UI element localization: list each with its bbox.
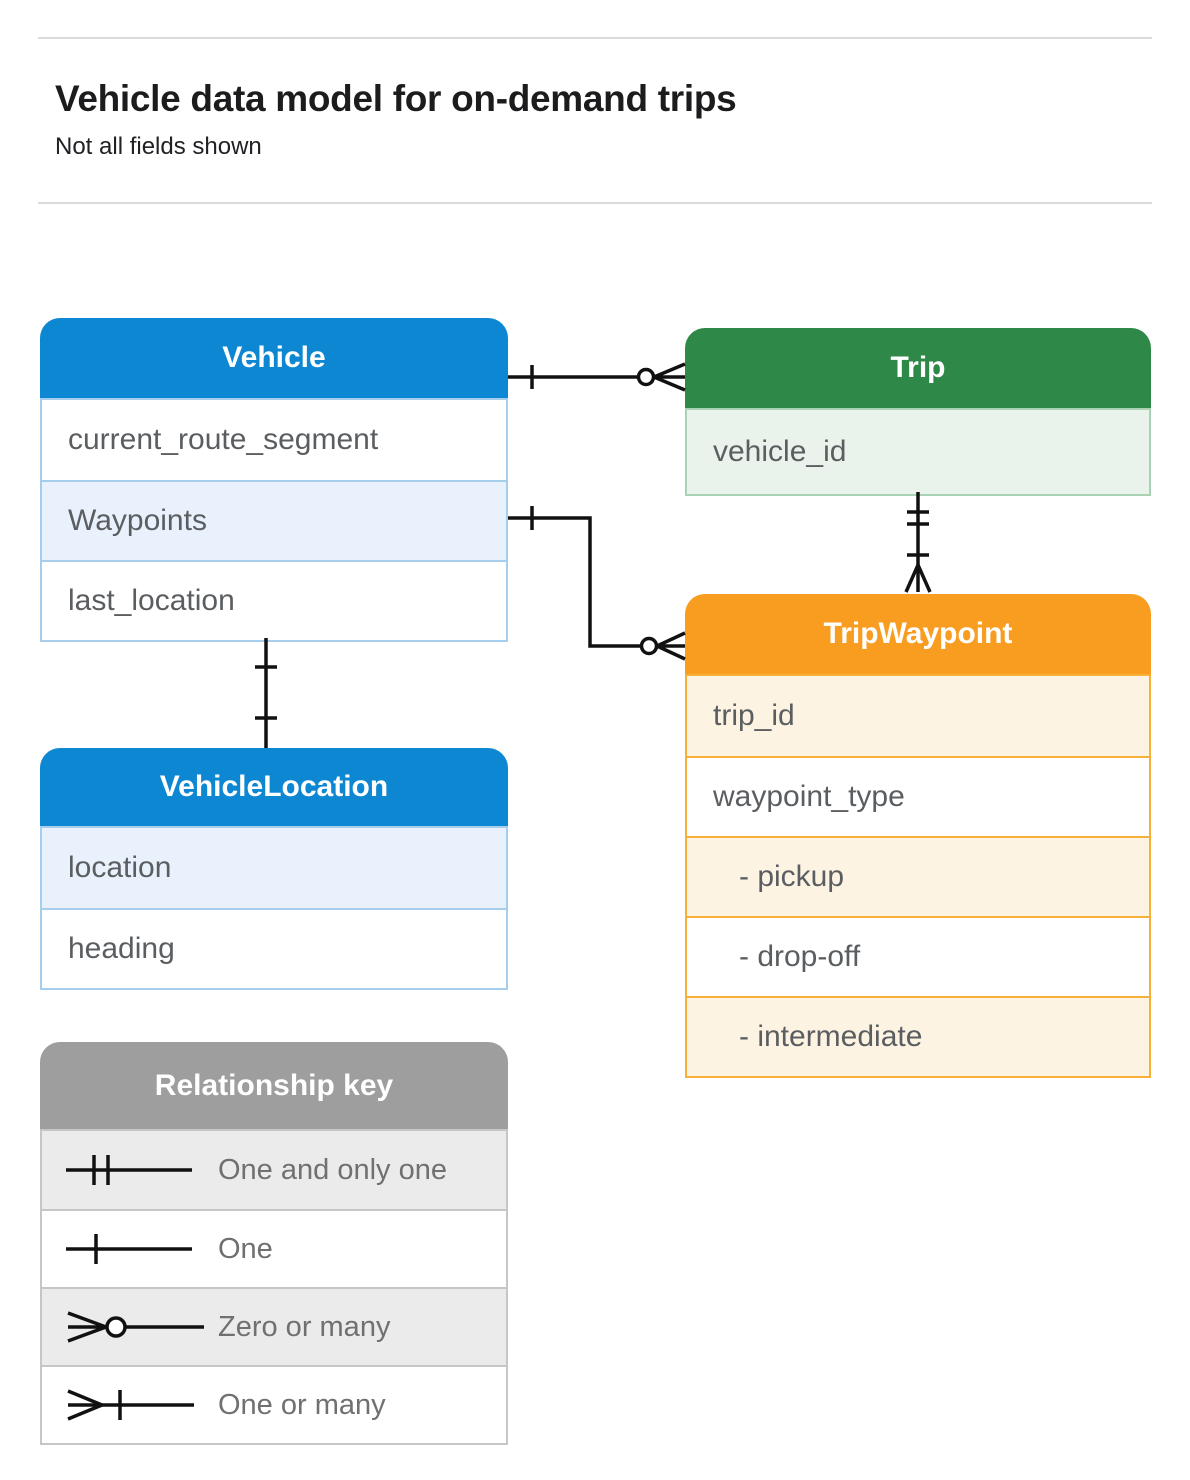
entity-vehicle: Vehicle current_route_segment Waypoints …: [40, 318, 508, 642]
legend-row: One or many: [42, 1365, 506, 1443]
top-divider: [38, 37, 1152, 39]
field-label: Waypoints: [68, 504, 207, 537]
connector-trip-tripwaypoint: [904, 492, 932, 593]
one-and-only-one-symbol-icon: [64, 1148, 214, 1192]
field-label: vehicle_id: [713, 435, 847, 468]
entity-vehicle-location: VehicleLocation location heading: [40, 748, 508, 990]
entity-vehicle-body: current_route_segment Waypoints last_loc…: [40, 398, 508, 642]
legend-label: One or many: [218, 1388, 386, 1421]
legend-label: One and only one: [218, 1153, 447, 1186]
entity-trip-header: Trip: [685, 328, 1151, 408]
relationship-key: Relationship key One and only one One Ze…: [40, 1042, 508, 1445]
field-label: last_location: [68, 584, 235, 617]
field-row: location: [42, 828, 506, 908]
field-label: waypoint_type: [713, 780, 905, 813]
field-label: - drop-off: [739, 940, 861, 973]
entity-vehicle-location-title: VehicleLocation: [159, 770, 389, 803]
field-row: vehicle_id: [687, 410, 1149, 494]
field-label: - pickup: [739, 860, 845, 893]
entity-trip-waypoint-body: trip_id waypoint_type - pickup - drop-of…: [685, 674, 1151, 1078]
connector-vehicle-trip: [508, 362, 686, 392]
entity-trip-title: Trip: [890, 351, 946, 384]
field-row: Waypoints: [42, 480, 506, 560]
field-row: waypoint_type: [687, 756, 1149, 836]
one-symbol-icon: [64, 1227, 214, 1271]
field-label: heading: [68, 932, 175, 965]
field-row: - pickup: [687, 836, 1149, 916]
header-divider: [38, 202, 1152, 204]
relationship-key-body: One and only one One Zero or many One or…: [40, 1129, 508, 1445]
field-row: - intermediate: [687, 996, 1149, 1076]
entity-trip-body: vehicle_id: [685, 408, 1151, 496]
entity-trip-waypoint-title: TripWaypoint: [823, 617, 1013, 650]
legend-label: Zero or many: [218, 1310, 391, 1343]
field-label: - intermediate: [739, 1020, 923, 1053]
relationship-key-title: Relationship key: [154, 1068, 394, 1102]
legend-row: One: [42, 1209, 506, 1287]
field-row: current_route_segment: [42, 400, 506, 480]
page-title: Vehicle data model for on-demand trips: [55, 78, 737, 119]
field-row: heading: [42, 908, 506, 988]
page-subtitle: Not all fields shown: [55, 133, 262, 160]
field-label: trip_id: [713, 699, 795, 732]
entity-trip: Trip vehicle_id: [685, 328, 1151, 496]
connector-vehicle-vehiclelocation: [255, 638, 277, 748]
entity-vehicle-header: Vehicle: [40, 318, 508, 398]
one-or-many-symbol-icon: [64, 1383, 214, 1427]
entity-vehicle-title: Vehicle: [222, 341, 326, 374]
field-label: current_route_segment: [68, 423, 379, 456]
connector-waypoints-tripwaypoint: [508, 506, 686, 661]
legend-row: Zero or many: [42, 1287, 506, 1365]
entity-trip-waypoint: TripWaypoint trip_id waypoint_type - pic…: [685, 594, 1151, 1078]
zero-or-many-symbol-icon: [64, 1305, 214, 1349]
legend-label: One: [218, 1232, 273, 1265]
entity-trip-waypoint-header: TripWaypoint: [685, 594, 1151, 674]
field-row: trip_id: [687, 676, 1149, 756]
entity-vehicle-location-body: location heading: [40, 826, 508, 990]
entity-vehicle-location-header: VehicleLocation: [40, 748, 508, 826]
legend-row: One and only one: [42, 1131, 506, 1209]
field-row: last_location: [42, 560, 506, 640]
relationship-key-header: Relationship key: [40, 1042, 508, 1129]
field-row: - drop-off: [687, 916, 1149, 996]
field-label: location: [68, 851, 172, 884]
